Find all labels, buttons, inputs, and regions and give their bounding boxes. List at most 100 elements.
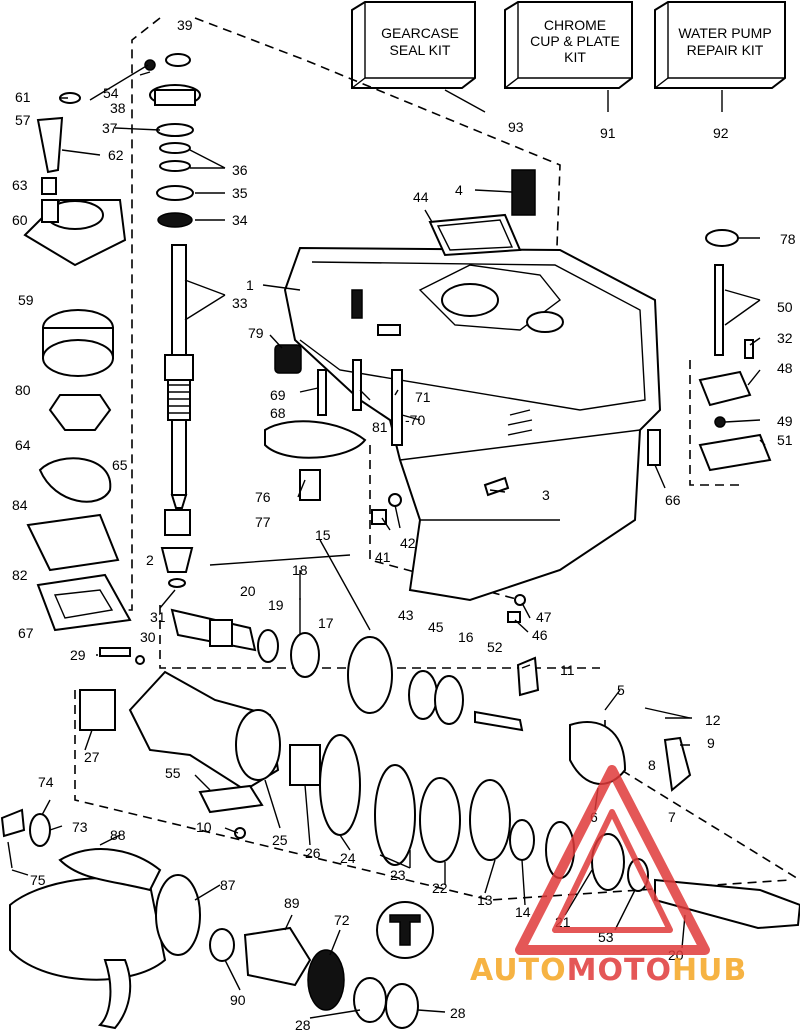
callout-60: 60 xyxy=(12,212,28,228)
callout-54: 54 xyxy=(103,85,119,101)
callout-79: 79 xyxy=(248,325,264,341)
callout-90: 90 xyxy=(230,992,246,1008)
callout-1: 1 xyxy=(246,277,254,293)
callout-78: 78 xyxy=(780,231,796,247)
callout-88: 88 xyxy=(110,827,126,843)
callout-63: 63 xyxy=(12,177,28,193)
callout-27: 27 xyxy=(84,749,100,765)
callout-29: 29 xyxy=(70,647,86,663)
kit-box-gearcase-seal: GEARCASE SEAL KIT xyxy=(351,1,476,89)
callout-8: 8 xyxy=(648,757,656,773)
callout-46: 46 xyxy=(532,627,548,643)
callout-69: 69 xyxy=(270,387,286,403)
gearcase-housing xyxy=(283,246,662,602)
callout-36: 36 xyxy=(232,162,248,178)
callout-32: 32 xyxy=(777,330,793,346)
callout-93: 93 xyxy=(508,119,524,135)
callout-75: 75 xyxy=(30,872,46,888)
callout-80: 80 xyxy=(15,382,31,398)
callout-55: 55 xyxy=(165,765,181,781)
kit-box-water-pump-repair: WATER PUMP REPAIR KIT xyxy=(654,1,786,89)
kit-chrome-line2: CUP & PLATE xyxy=(530,33,620,49)
callout-2: 2 xyxy=(146,552,154,568)
callout-89: 89 xyxy=(284,895,300,911)
callout-47: 47 xyxy=(536,609,552,625)
kit-chrome-line3: KIT xyxy=(564,49,586,65)
callout-82: 82 xyxy=(12,567,28,583)
watermark-auto: AUTO xyxy=(470,953,567,988)
bearing-housing-row xyxy=(79,670,800,930)
callout-15: 15 xyxy=(315,527,331,543)
kit-gearcase-line1: GEARCASE xyxy=(381,25,459,41)
kit-chrome-line1: CHROME xyxy=(544,17,606,33)
callout-33: 33 xyxy=(232,295,248,311)
callout-37: 37 xyxy=(102,120,118,136)
callout-66: 66 xyxy=(665,492,681,508)
callout-92: 92 xyxy=(713,125,729,141)
callout-30: 30 xyxy=(140,629,156,645)
callout-24: 24 xyxy=(340,850,356,866)
callout-52: 52 xyxy=(487,639,503,655)
callout-31: 31 xyxy=(150,609,166,625)
callout-76: 76 xyxy=(255,489,271,505)
callout-6: 6 xyxy=(590,809,598,825)
callout-61: 61 xyxy=(15,89,31,105)
callout-28-right: 28 xyxy=(450,1005,466,1021)
right-side-parts xyxy=(428,169,772,472)
callout-71: 71 xyxy=(415,389,431,405)
callout-50: 50 xyxy=(777,299,793,315)
callout-41: 41 xyxy=(375,549,391,565)
callout-84: 84 xyxy=(12,497,28,513)
callout-14: 14 xyxy=(515,904,531,920)
callout-72: 72 xyxy=(334,912,350,928)
callout-68: 68 xyxy=(270,405,286,421)
callout-70: -70 xyxy=(405,412,425,428)
callout-23: 23 xyxy=(390,867,406,883)
callout-19: 19 xyxy=(268,597,284,613)
callout-57: 57 xyxy=(15,112,31,128)
pinion-and-bearing xyxy=(160,509,194,588)
callout-4: 4 xyxy=(455,182,463,198)
callout-18: 18 xyxy=(292,562,308,578)
callout-17: 17 xyxy=(318,615,334,631)
leader-lines xyxy=(11,64,766,1019)
callout-16: 16 xyxy=(458,629,474,645)
callout-45: 45 xyxy=(428,619,444,635)
callout-62: 62 xyxy=(108,147,124,163)
callout-73: 73 xyxy=(72,819,88,835)
callout-91: 91 xyxy=(600,125,616,141)
callout-49: 49 xyxy=(777,413,793,429)
propeller-group xyxy=(0,808,434,1030)
callout-44: 44 xyxy=(413,189,429,205)
watermark-logo: AUTOMOTOHUB xyxy=(470,765,747,988)
callout-12: 12 xyxy=(705,712,721,728)
watermark-moto: MOTO xyxy=(567,953,672,988)
propshaft-gear-row xyxy=(170,598,692,792)
callout-38: 38 xyxy=(110,100,126,116)
callout-65: 65 xyxy=(112,457,128,473)
driveshaft xyxy=(164,244,194,509)
kit-pump-line2: REPAIR KIT xyxy=(687,42,764,58)
callout-35: 35 xyxy=(232,185,248,201)
kit-pump-line1: WATER PUMP xyxy=(678,25,771,41)
callout-13: 13 xyxy=(477,892,493,908)
kit-box-chrome-cup-plate: CHROME CUP & PLATE KIT xyxy=(504,1,633,89)
callout-43: 43 xyxy=(398,607,414,623)
callout-10: 10 xyxy=(196,819,212,835)
svg-text:AUTOMOTOHUB: AUTOMOTOHUB xyxy=(470,953,747,988)
callout-9: 9 xyxy=(707,735,715,751)
callout-labels: 39 54 38 61 57 37 36 35 62 63 34 60 33 5… xyxy=(12,17,796,1031)
callout-42: 42 xyxy=(400,535,416,551)
callout-22: 22 xyxy=(432,880,448,896)
callout-25: 25 xyxy=(272,832,288,848)
driveshaft-upper-stack xyxy=(144,53,201,228)
callout-74: 74 xyxy=(38,774,54,790)
callout-64: 64 xyxy=(15,437,31,453)
callout-5: 5 xyxy=(617,682,625,698)
callout-81: 81 xyxy=(372,419,388,435)
callout-67: 67 xyxy=(18,625,34,641)
callout-28-left: 28 xyxy=(295,1017,311,1031)
callout-59: 59 xyxy=(18,292,34,308)
callout-11: 11 xyxy=(560,662,575,678)
